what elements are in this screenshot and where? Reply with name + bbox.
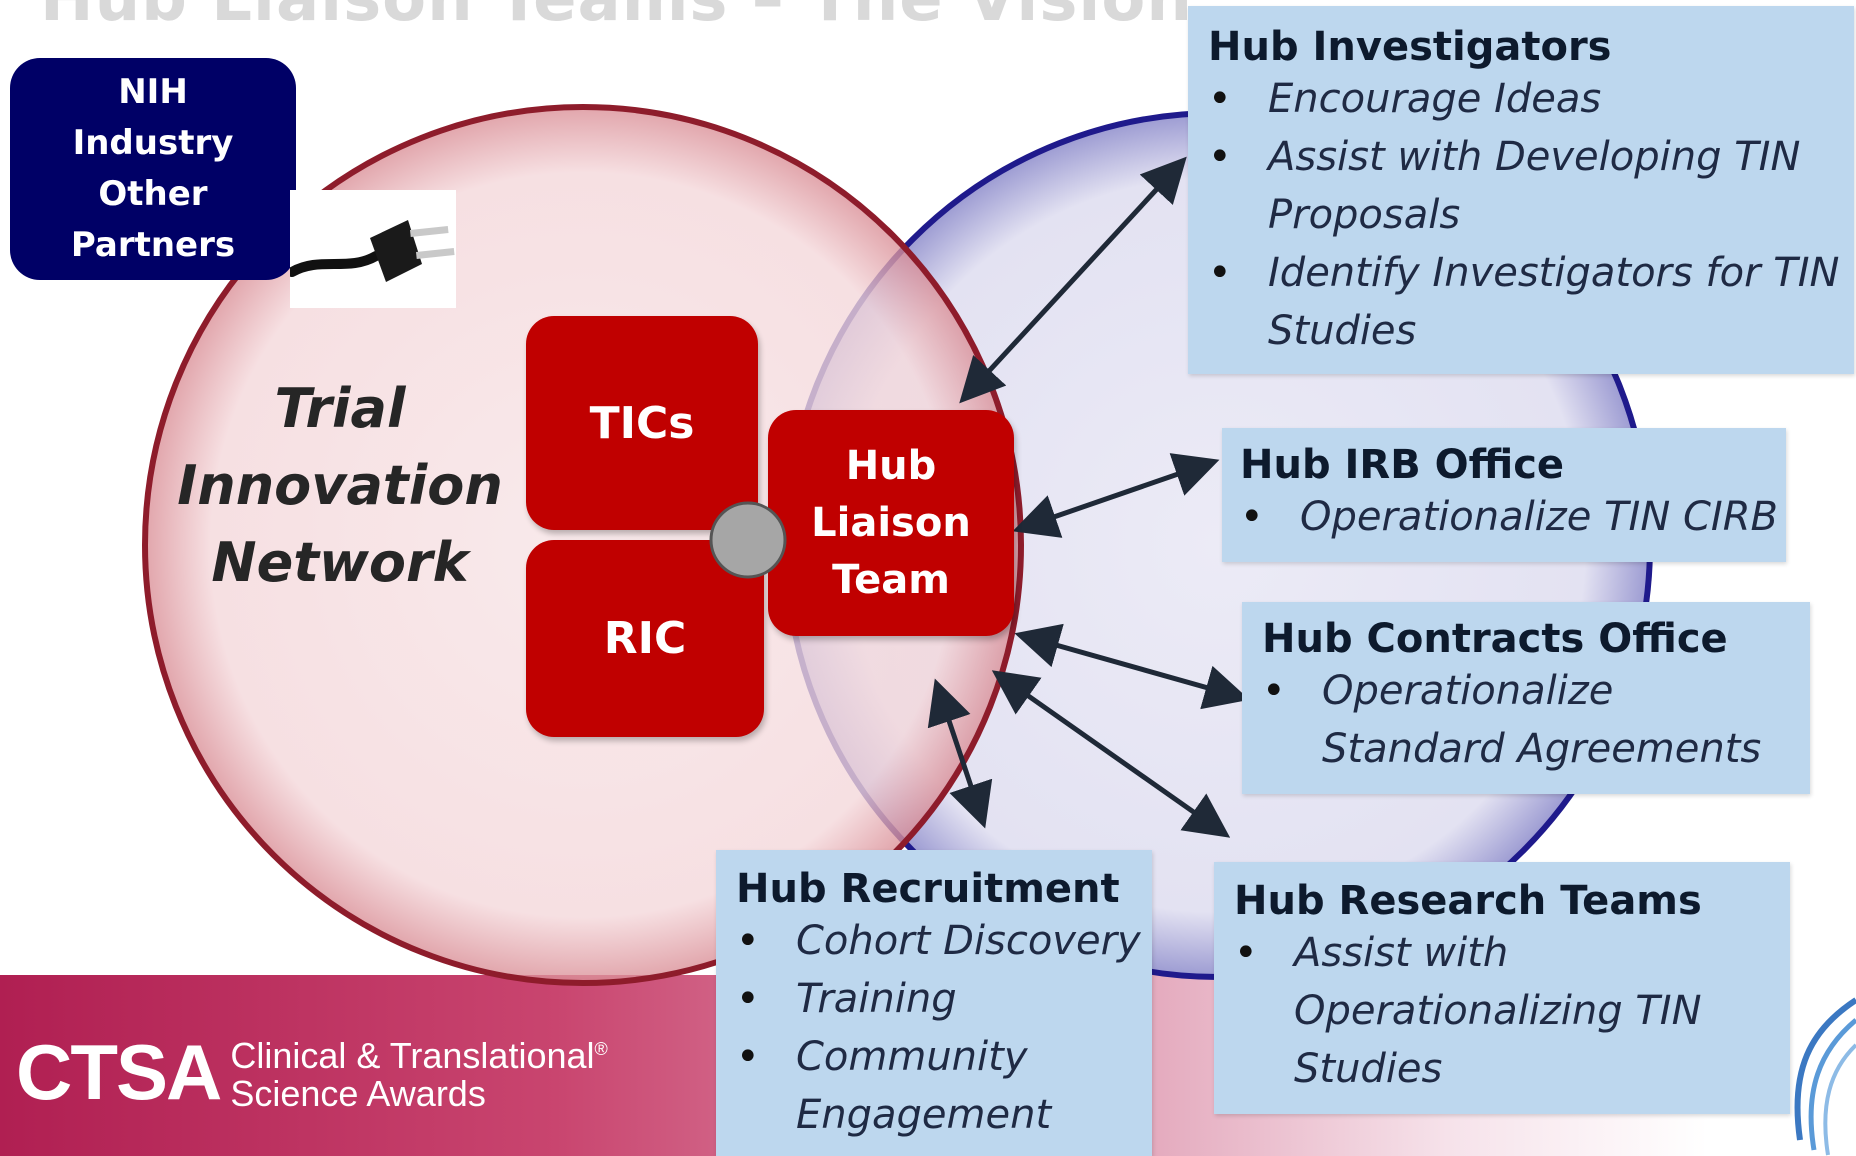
logo-line-2: Science Awards <box>230 1073 486 1114</box>
power-plug-image <box>287 190 456 308</box>
ctsa-logo: CTSA Clinical & Translational® Science A… <box>16 1030 608 1113</box>
list-item: Operationalize TIN CIRB <box>1240 488 1786 546</box>
registered-mark: ® <box>594 1039 608 1059</box>
list-item: Assist with Developing TIN Proposals <box>1208 128 1854 244</box>
list-item: Identify Investigators for TIN Studies <box>1208 244 1854 360</box>
arrow-recruitment <box>927 678 993 829</box>
list-item: Cohort Discovery <box>736 912 1152 970</box>
logo-line-1: Clinical & Translational <box>230 1035 595 1076</box>
hub-research-list: Assist with Operationalizing TIN Studies <box>1234 924 1790 1098</box>
tin-line-3: Network <box>211 531 469 594</box>
hub-research-teams-box: Hub Research Teams Assist with Operation… <box>1214 862 1790 1114</box>
swirl-logo-fragment <box>1794 997 1856 1156</box>
hub-recruitment-box: Hub Recruitment Cohort Discovery Trainin… <box>716 850 1152 1156</box>
partner-partners: Partners <box>70 225 236 265</box>
connector-node <box>709 501 787 579</box>
arrow-irb <box>1012 453 1220 538</box>
hub-irb-office-box: Hub IRB Office Operationalize TIN CIRB <box>1222 428 1786 562</box>
arrow-research <box>991 670 1231 838</box>
partners-box: NIH Industry Other Partners <box>10 58 296 280</box>
hub-irb-list: Operationalize TIN CIRB <box>1240 488 1786 546</box>
hub-contracts-title: Hub Contracts Office <box>1262 616 1728 662</box>
list-item: Assist with Operationalizing TIN Studies <box>1234 924 1734 1098</box>
hub-recruitment-list: Cohort Discovery Training Community Enga… <box>736 912 1152 1144</box>
hub-contracts-list: Operationalize Standard Agreements <box>1262 662 1810 778</box>
hub-liaison-line-2: Liaison <box>811 499 971 546</box>
list-item: Operationalize Standard Agreements <box>1262 662 1782 778</box>
partner-industry: Industry <box>72 123 234 163</box>
list-item: Encourage Ideas <box>1208 70 1854 128</box>
tin-line-1: Trial <box>274 377 406 440</box>
hub-liaison-team-block: Hub Liaison Team <box>768 410 1014 636</box>
hub-recruitment-title: Hub Recruitment <box>736 866 1120 912</box>
hub-liaison-line-1: Hub <box>845 442 937 489</box>
slide-title: Hub Liaison Teams – The Vision <box>40 0 1193 36</box>
partner-nih: NIH <box>118 72 188 112</box>
tin-line-2: Innovation <box>177 454 503 517</box>
arrow-investigators <box>959 156 1187 404</box>
tics-block: TICs <box>526 316 758 530</box>
list-item: Community Engagement <box>736 1028 1096 1144</box>
logo-acronym: CTSA <box>16 1027 222 1116</box>
hub-investigators-box: Hub Investigators Encourage Ideas Assist… <box>1188 6 1854 374</box>
hub-irb-title: Hub IRB Office <box>1240 442 1565 488</box>
trial-innovation-network-label: Trial Innovation Network <box>170 370 510 601</box>
partner-other: Other <box>98 174 208 214</box>
list-item: Training <box>736 970 1152 1028</box>
hub-contracts-office-box: Hub Contracts Office Operationalize Stan… <box>1242 602 1810 794</box>
hub-research-title: Hub Research Teams <box>1234 878 1702 924</box>
ric-block: RIC <box>526 540 764 737</box>
hub-liaison-line-3: Team <box>832 556 950 603</box>
hub-investigators-list: Encourage Ideas Assist with Developing T… <box>1208 70 1854 360</box>
logo-subtitle: Clinical & Translational® Science Awards <box>230 1030 607 1113</box>
hub-investigators-title: Hub Investigators <box>1208 24 1612 70</box>
